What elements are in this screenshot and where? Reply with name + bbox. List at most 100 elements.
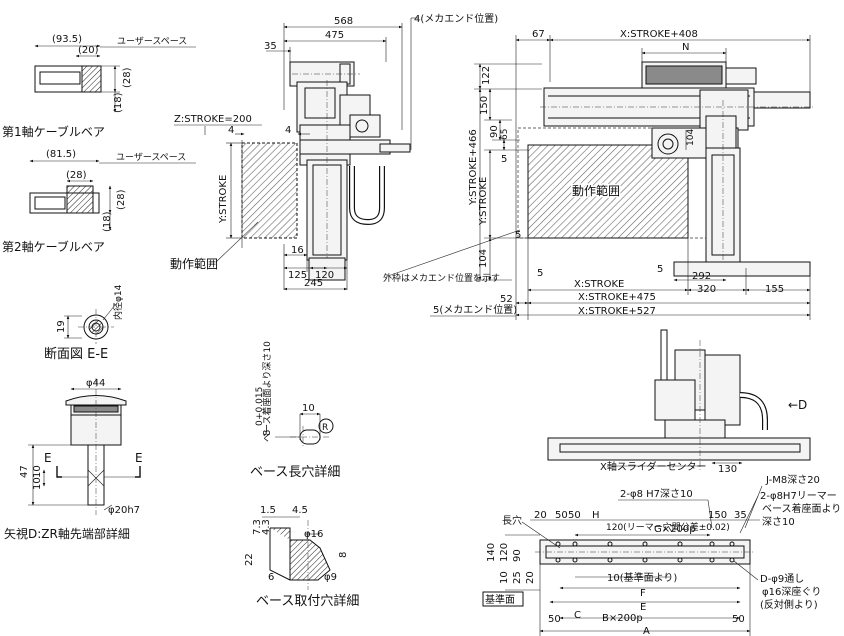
user-space-label-2: ユーザースペース <box>116 152 186 163</box>
dim-phi44: φ44 <box>86 378 105 389</box>
dim-245: 245 <box>304 278 323 289</box>
dim-y-stroke: Y:STROKE <box>478 177 489 226</box>
hole-dim-4-5: 4.5 <box>292 505 308 516</box>
dim-x-stroke-475: X:STROKE+475 <box>578 292 656 303</box>
dim-p150: 150 <box>708 510 727 521</box>
dim-65: 65 <box>500 129 510 140</box>
hole-dim-7-3: 7.3 <box>252 519 263 535</box>
dim-10b: 10 <box>32 465 43 478</box>
dim-18b: (18) <box>102 211 113 232</box>
hole-dim-6: 6 <box>268 572 274 583</box>
pin-hole-note: 2-φ8 H7深さ10 <box>620 488 693 500</box>
dim-phi20: φ20h7 <box>108 505 140 516</box>
base-slot-title: ベース長穴詳細 <box>250 464 340 480</box>
hole-dim-8: 8 <box>338 552 349 558</box>
dim-35: 35 <box>264 41 277 52</box>
dim-z-stroke: Z:STROKE=200 <box>174 114 252 125</box>
dim-568: 568 <box>334 16 353 27</box>
pin-reamer-note-1: 2-φ8H7リーマー <box>760 491 837 502</box>
pin-reamer-note-3: 深さ10 <box>762 516 795 528</box>
dim-19: 19 <box>56 320 67 333</box>
dim-130: 130 <box>718 464 737 475</box>
mech-end-4-label: 4(メカエンド位置) <box>414 12 498 25</box>
long-hole-label: 長穴 <box>502 514 522 527</box>
dim-155: 155 <box>765 284 784 295</box>
dim-p50a: 50 <box>555 510 568 521</box>
dim-p20: 20 <box>534 510 547 521</box>
section-e-e: 19 内径φ14 断面図 E-E <box>44 284 124 362</box>
zr-tip-title: 矢視D:ZR軸先端部詳細 <box>4 526 130 541</box>
slot-tol-zero: 0 <box>255 420 265 426</box>
tap-note: J-M8深さ20 <box>765 474 820 486</box>
dim-28b: (28) <box>66 170 87 181</box>
dim-10a: 10 <box>32 477 43 490</box>
dim-16: 16 <box>291 245 304 256</box>
dim-F: F <box>640 588 646 599</box>
dim-N: N <box>682 42 689 53</box>
dim-122: 122 <box>481 66 492 85</box>
reamer-tol-note: 120(リーマー穴間公差±0.02) <box>606 521 730 533</box>
dim-p50c: 50 <box>548 614 561 625</box>
thru-hole-note-3: (反対側より) <box>760 598 818 611</box>
dim-81-5: (81.5) <box>46 149 76 160</box>
slot-dim-10: 10 <box>302 403 315 414</box>
slot-tol-plus: +0.015 <box>255 387 265 420</box>
ref-offset-note: 10(基準面より) <box>607 571 677 584</box>
base-slot-detail: ベース着座面より深さ10 8 +0.015 0 10 R ベース長穴詳細 <box>250 341 340 480</box>
dim-p10: 10 <box>499 571 510 584</box>
dim-p90: 90 <box>512 549 523 562</box>
section-mark-e-left: E <box>44 451 52 465</box>
dim-150: 150 <box>479 96 490 115</box>
dim-5a: 5 <box>501 154 507 165</box>
dim-x-stroke-527: X:STROKE+527 <box>578 306 656 317</box>
dim-104b: 104 <box>686 129 696 146</box>
dim-p25: 25 <box>512 571 523 584</box>
ref-face-label: 基準面 <box>485 593 515 606</box>
x-slider-center-label: X軸スライダーセンター <box>600 460 706 473</box>
dim-p50d: 50 <box>732 614 745 625</box>
base-hole-detail: 1.5 4.5 7.3 4.3 22 φ16 8 6 φ9 ベース取付穴詳細 <box>244 505 359 609</box>
thru-hole-note-2: φ16深座ぐり <box>762 585 821 598</box>
mech-end-5-label: 5(メカエンド位置) <box>433 303 517 316</box>
dim-292: 292 <box>692 271 711 282</box>
view-d-arrow: ←D <box>788 398 807 412</box>
cable2-title: 第2軸ケーブルベア <box>2 239 105 254</box>
hole-dim-phi16: φ16 <box>304 529 323 540</box>
hole-dim-1-5: 1.5 <box>260 505 276 516</box>
user-space-label-1: ユーザースペース <box>117 36 187 47</box>
dim-p140: 140 <box>486 543 497 562</box>
cable1-title: 第1軸ケーブルベア <box>2 124 105 139</box>
dim-4a: 4 <box>228 125 234 136</box>
cable-carrier-2: (81.5) (28) ユーザースペース (28) (18) 第2軸ケーブルベア <box>2 149 196 254</box>
dim-x-stroke: X:STROKE <box>574 279 624 290</box>
base-plan-view: J-M8深さ20 2-φ8 H7深さ10 2-φ8H7リーマー ベース着座面より… <box>482 474 841 636</box>
dim-90: 90 <box>489 125 500 138</box>
pin-reamer-note-2: ベース着座面より <box>762 502 841 515</box>
dim-47: 47 <box>19 465 30 478</box>
motion-range-plan: 動作範囲 <box>572 183 620 198</box>
dim-475: 475 <box>325 30 344 41</box>
dim-p50b: 50 <box>568 510 581 521</box>
cable-carrier-1: (93.5) (20) ユーザースペース (28) (18) 第1軸ケーブルベア <box>2 34 196 139</box>
dim-G200: G×200p <box>654 524 696 535</box>
slot-depth-note: ベース着座面より深さ10 <box>261 341 273 442</box>
dim-93-5: (93.5) <box>52 34 82 45</box>
dim-4b: 4 <box>285 125 291 136</box>
dim-320: 320 <box>697 284 716 295</box>
dim-104a: 104 <box>478 249 489 268</box>
zr-axis-tip-detail: φ44 47 10 10 E E φ20h7 矢視D:ZR軸先端部詳細 <box>4 378 143 541</box>
dim-125: 125 <box>288 270 307 281</box>
dim-28c: (28) <box>116 189 127 210</box>
dim-5d: 5 <box>657 264 663 275</box>
dim-C: C <box>574 610 581 621</box>
dim-28: (28) <box>122 67 133 88</box>
dim-5c: 5 <box>537 268 543 279</box>
dim-67: 67 <box>532 29 545 40</box>
dim-x-stroke-408: X:STROKE+408 <box>620 29 698 40</box>
section-ee-title: 断面図 E-E <box>44 347 108 362</box>
base-hole-title: ベース取付穴詳細 <box>256 593 359 609</box>
outer-frame-note: 外枠はメカエンド位置を示す <box>383 272 500 284</box>
dim-p20b: 20 <box>525 571 536 584</box>
dim-120: 120 <box>315 270 334 281</box>
